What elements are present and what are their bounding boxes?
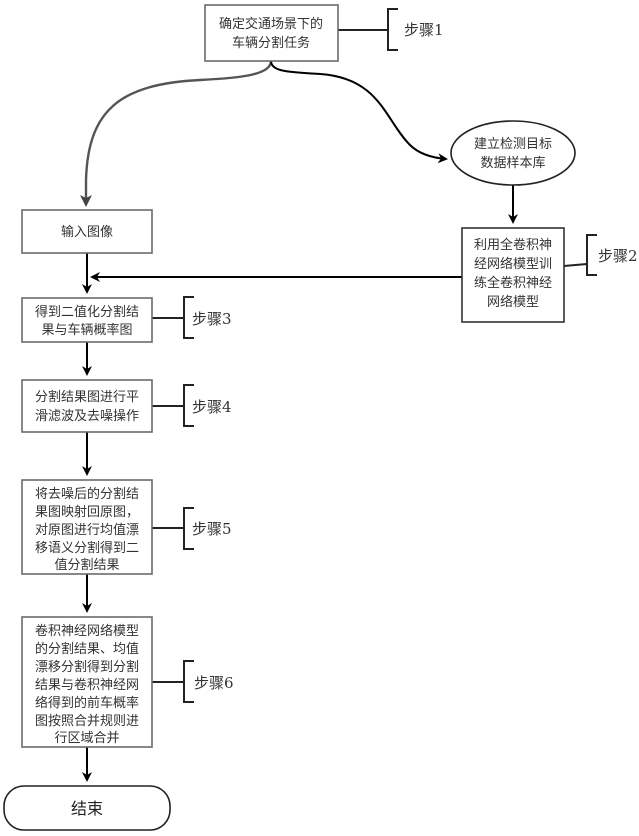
node-end-label: 结束 [71,799,103,818]
node-merge-line: 的分割结果、均值 [35,641,139,657]
node-end: 结束 [4,786,170,830]
node-meanshift-line: 对原图进行均值漂 [35,522,139,538]
node-binary-line: 果与车辆概率图 [41,322,132,338]
edge-task-to-input [86,61,271,204]
step6-label: 步骤6 [194,674,234,692]
step4-annotation: 步骤4 [152,385,232,426]
node-input: 输入图像 [22,210,152,253]
node-task-line: 车辆分割任务 [232,35,310,51]
node-smooth-line: 滑滤波及去噪操作 [35,408,139,424]
step2-annotation: 步骤2 [564,235,638,275]
step1-annotation: 步骤1 [338,9,444,50]
step5-label: 步骤5 [192,520,232,538]
node-task-line: 确定交通场景下的 [219,16,323,32]
node-binary: 得到二值化分割结 果与车辆概率图 [22,298,152,342]
node-train-line: 经网络模型训 [474,256,552,272]
node-dataset: 建立检测目标 数据样本库 [451,121,575,185]
node-dataset-line: 数据样本库 [480,155,545,171]
node-binary-line: 得到二值化分割结 [35,304,139,320]
node-meanshift-line: 值分割结果 [54,557,119,573]
node-train-line: 练全卷积神经 [474,275,552,291]
edge-task-to-dataset [271,61,446,159]
node-merge-line: 图按照合并规则进 [35,714,139,729]
node-train: 利用全卷积神 经网络模型训 练全卷积神经 网络模型 [462,228,564,322]
step6-annotation: 步骤6 [152,661,234,702]
node-meanshift-line: 果图映射回原图， [35,504,139,520]
node-train-line: 利用全卷积神 [474,237,552,253]
step3-label: 步骤3 [192,310,232,328]
node-meanshift-line: 移语义分割得到二 [35,540,139,556]
node-merge-line: 行区域合并 [54,731,119,746]
node-merge-line: 结果与卷积神经网 [35,677,139,693]
node-dataset-line: 建立检测目标 [474,137,552,152]
node-train-line: 网络模型 [487,294,539,310]
step4-label: 步骤4 [192,398,232,416]
step1-label: 步骤1 [404,21,444,39]
node-merge-line: 漂移分割得到分割 [35,659,139,675]
node-smooth-line: 分割结果图进行平 [35,389,139,405]
step3-annotation: 步骤3 [152,297,232,338]
step2-label: 步骤2 [598,247,638,265]
node-task: 确定交通场景下的 车辆分割任务 [205,5,338,61]
node-merge-line: 络得到的前车概率 [35,695,139,711]
node-merge: 卷积神经网络模型 的分割结果、均值 漂移分割得到分割 结果与卷积神经网 络得到的… [22,617,152,747]
node-merge-line: 卷积神经网络模型 [35,623,139,639]
node-input-line: 输入图像 [61,224,113,240]
node-meanshift: 将去噪后的分割结 果图映射回原图， 对原图进行均值漂 移语义分割得到二 值分割结… [22,480,152,574]
node-smooth: 分割结果图进行平 滑滤波及去噪操作 [22,380,152,432]
node-meanshift-line: 将去噪后的分割结 [35,486,139,502]
step5-annotation: 步骤5 [152,508,232,549]
